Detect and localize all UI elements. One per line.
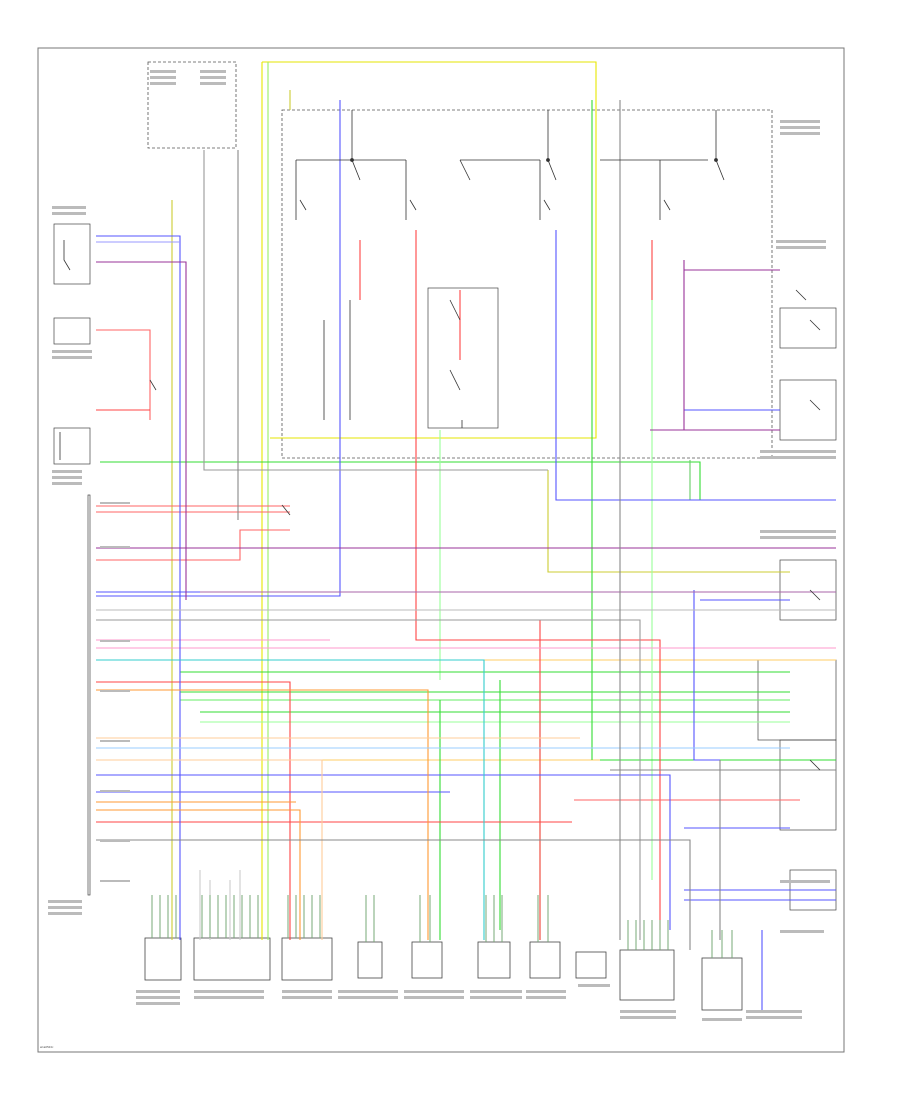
connector-box-2 [193, 937, 271, 981]
right-box-2 [779, 379, 837, 441]
label-placeholders [48, 70, 836, 1021]
right-box-5 [779, 739, 837, 831]
wires-cyan [96, 659, 790, 940]
connector-box-9 [619, 949, 675, 1001]
right-box-3 [779, 559, 837, 621]
wires-yellow [171, 61, 836, 940]
connector-box-1 [144, 937, 182, 981]
left-sensor-box-1 [53, 317, 91, 345]
wires-purple [96, 260, 836, 600]
diagram-footer-id: w1a0504c [40, 1045, 54, 1049]
right-box-1 [779, 307, 837, 349]
right-components [53, 223, 837, 911]
connector-box-10 [701, 957, 743, 1011]
connector-box-6 [477, 941, 511, 979]
wires-orange [96, 689, 580, 940]
ecm-left-box [87, 494, 91, 896]
wires-red [96, 230, 836, 940]
connector-box-8 [575, 951, 607, 979]
left-switch-box [53, 223, 91, 285]
connector-box-5 [411, 941, 443, 979]
connector-box-7 [529, 941, 561, 979]
fuse-box-outline [147, 61, 237, 149]
relay-symbols [59, 110, 821, 771]
wires-gray [96, 100, 836, 950]
wires-green [100, 62, 836, 940]
connector-leads [151, 895, 733, 958]
left-sensor-box-2 [53, 427, 91, 465]
relay-sub-box [427, 287, 499, 429]
connector-box-4 [357, 941, 383, 979]
wires-blue [96, 100, 836, 1010]
connector-box-3 [281, 937, 333, 981]
diagram-border [37, 47, 845, 1053]
relay-box-outline [281, 109, 773, 459]
